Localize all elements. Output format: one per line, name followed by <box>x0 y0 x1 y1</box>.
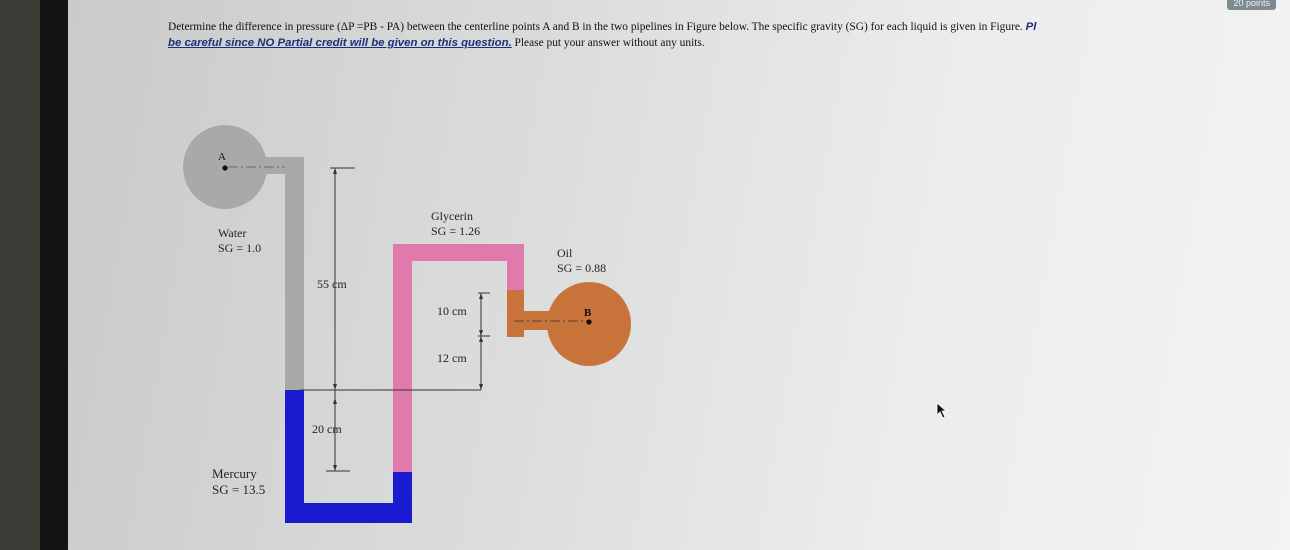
monitor-bezel-edge <box>40 0 68 550</box>
glycerin-sg: SG = 1.26 <box>431 224 480 238</box>
water-column <box>285 157 304 392</box>
mercury-bottom <box>285 503 412 523</box>
mouse-cursor-icon <box>936 402 948 419</box>
manometer-figure: A B Water SG = 1.0 Glycerin SG = 1.26 Oi… <box>183 125 631 523</box>
water-label: Water <box>218 226 246 240</box>
screen: 20 points Determine the difference in pr… <box>68 0 1290 550</box>
mercury-left-leg <box>285 390 304 523</box>
mercury-label: Mercury <box>212 466 257 481</box>
oil-sg: SG = 0.88 <box>557 261 606 275</box>
glycerin-label: Glycerin <box>431 209 473 223</box>
dimension-20cm: 20 cm <box>312 422 342 436</box>
point-a-marker <box>222 165 228 171</box>
no-partial-credit-warning: be careful since NO Partial credit will … <box>168 37 512 49</box>
question-tail: Pl <box>1025 21 1037 33</box>
points-badge: 20 points <box>1227 0 1276 10</box>
question-line-1: Determine the difference in pressure (ΔP… <box>168 21 1036 33</box>
dimension-10cm: 10 cm <box>437 304 467 318</box>
oil-label: Oil <box>557 246 573 260</box>
point-a-label: A <box>218 151 226 163</box>
question-line-2: be careful since NO Partial credit will … <box>168 37 705 49</box>
point-b-marker <box>586 319 592 325</box>
dimension-55cm: 55 cm <box>317 277 347 291</box>
question-text: Determine the difference in pressure (ΔP… <box>168 21 1023 33</box>
mercury-sg: SG = 13.5 <box>212 482 265 497</box>
point-b-label: B <box>584 307 592 319</box>
glycerin-right-leg <box>393 244 412 472</box>
answer-instruction: Please put your answer without any units… <box>511 37 705 49</box>
mercury-right-leg <box>393 470 412 523</box>
monitor-bezel-left <box>0 0 40 550</box>
water-sg: SG = 1.0 <box>218 241 261 255</box>
glycerin-down-leg <box>507 244 524 292</box>
dimension-12cm: 12 cm <box>437 351 467 365</box>
glycerin-top <box>393 244 524 261</box>
